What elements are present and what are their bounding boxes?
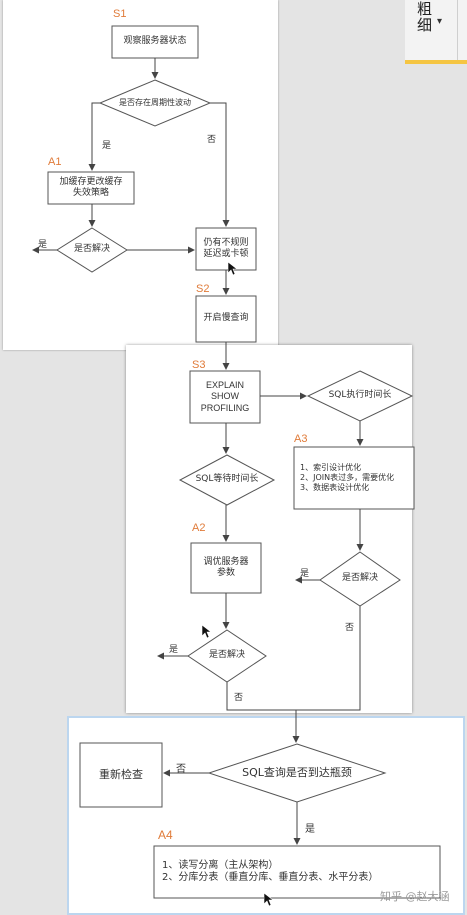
edge-label-yes: 是: [102, 141, 112, 151]
label-s2: S2: [196, 283, 210, 295]
edge-label-yes: 是: [300, 569, 310, 579]
node-explain-line-1: EXPLAIN: [205, 380, 245, 391]
node-tune-line-2: 参数: [216, 568, 235, 578]
label-a2: A2: [192, 522, 206, 534]
node-box: [190, 542, 262, 594]
node-still-irregular-line-2: 延迟或卡顿: [203, 249, 249, 259]
label-s1: S1: [113, 8, 127, 20]
label-a3: A3: [294, 433, 308, 445]
label-a1: A1: [48, 156, 62, 168]
node-tune-server-params: 调优服务器 参数: [191, 543, 261, 593]
decision-diamond: [178, 454, 276, 506]
node-observe-server-status: 观察服务器状态: [123, 36, 187, 47]
node-explain-line-3: PROFILING: [200, 402, 250, 413]
node-box: [195, 227, 257, 271]
node-enable-slow-query: 开启慢查询: [203, 313, 249, 324]
decision-resolved-1: 是否解决: [73, 244, 110, 255]
watermark: 知乎 @赵大涵: [380, 890, 450, 903]
node-add-cache: 加缓存更改缓存 失效策略: [48, 172, 134, 204]
edge-label-yes: 是: [169, 645, 179, 655]
edge-label-no: 否: [207, 135, 217, 145]
ribbon-label-bold[interactable]: 粗: [417, 0, 433, 18]
decision-periodic-fluctuation: 是否存在周期性波动: [119, 98, 191, 107]
cursor-arrow-icon: [228, 262, 238, 276]
node-explain-line-2: SHOW: [211, 391, 239, 402]
node-box: [111, 25, 199, 59]
edge-label-no: 否: [234, 693, 244, 703]
decision-diamond: [56, 227, 128, 273]
decision-resolved-3: 是否解决: [341, 573, 378, 584]
label-s3: S3: [192, 359, 206, 371]
node-index-optimizations: 1、索引设计优化 2、JOIN表过多，需要优化 3、数据表设计优化: [296, 447, 412, 509]
node-final-line-1: 1、读写分离（主从架构）: [162, 859, 279, 871]
decision-sql-exec-time-long: SQL执行时间长: [328, 390, 392, 401]
decision-diamond: [98, 79, 212, 127]
ribbon-divider: [457, 0, 458, 60]
node-index-opt-line-1: 1、索引设计优化: [300, 463, 362, 472]
edge-label-no: 否: [176, 764, 186, 775]
edge-label-yes: 是: [305, 824, 315, 835]
label-a4: A4: [158, 828, 173, 842]
node-still-irregular: 仍有不规则 延迟或卡顿: [196, 228, 256, 270]
cursor-arrow-icon: [264, 893, 274, 907]
node-recheck: 重新检查: [99, 768, 143, 782]
node-box: [293, 446, 415, 510]
node-add-cache-line-2: 失效策略: [72, 188, 109, 198]
node-box: [189, 370, 261, 424]
node-box: [79, 742, 163, 808]
node-explain-show-profiling: EXPLAIN SHOW PROFILING: [190, 371, 260, 423]
node-tune-line-1: 调优服务器: [203, 556, 249, 567]
node-box: [47, 171, 135, 205]
decision-sql-reached-bottleneck: SQL查询是否到达瓶颈: [242, 766, 352, 780]
node-add-cache-line-1: 加缓存更改缓存: [59, 176, 123, 187]
node-index-opt-line-3: 3、数据表设计优化: [300, 483, 370, 492]
chevron-down-icon[interactable]: ▾: [437, 16, 443, 27]
node-index-opt-line-2: 2、JOIN表过多，需要优化: [300, 473, 395, 482]
edge-label-no: 否: [345, 623, 355, 633]
ribbon-accent-bar: [405, 60, 467, 64]
decision-resolved-2: 是否解决: [208, 650, 245, 661]
node-final-actions: 1、读写分离（主从架构） 2、分库分表（垂直分库、垂直分表、水平分表）: [154, 846, 440, 898]
decision-sql-wait-time-long: SQL等待时间长: [195, 474, 259, 485]
node-still-irregular-line-1: 仍有不规则: [203, 237, 249, 248]
ribbon-label-thin[interactable]: 细: [417, 16, 433, 34]
edge-label-yes: 是: [38, 240, 48, 250]
node-box: [195, 295, 257, 343]
cursor-arrow-icon: [202, 625, 212, 639]
node-final-line-2: 2、分库分表（垂直分库、垂直分表、水平分表）: [162, 872, 379, 883]
node-box: [153, 845, 441, 899]
